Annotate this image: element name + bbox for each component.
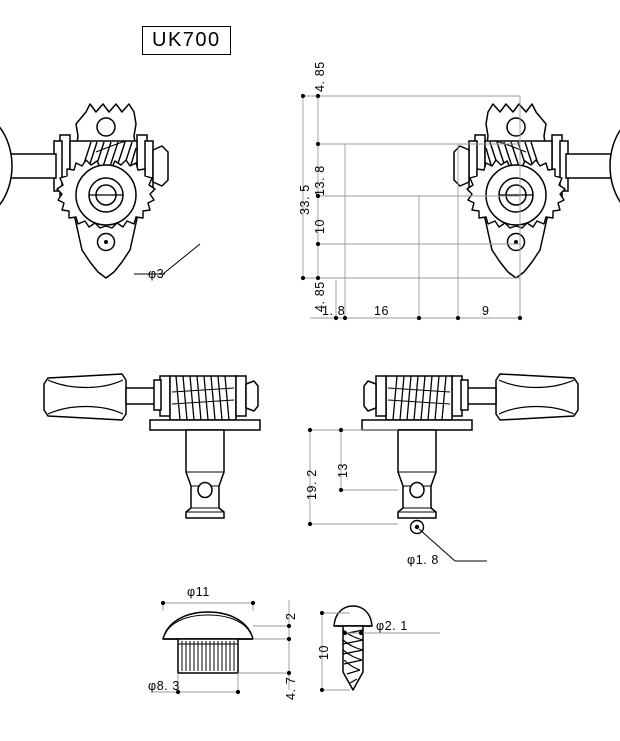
dimension-label-10-screw: 10 [317, 644, 331, 660]
dimension-lines-bushing [152, 600, 290, 693]
dimension-label-10: 10 [313, 218, 327, 234]
phi18-hole-and-leader [409, 519, 487, 562]
dimension-label-2: 2 [284, 612, 298, 620]
phi3-leader-line [134, 243, 201, 275]
dimension-label-phi1-8: φ1. 8 [407, 553, 439, 567]
view-top-right-tuner [453, 103, 620, 279]
dimension-label-16: 16 [374, 304, 390, 318]
view-middle-right-side [361, 373, 579, 519]
dimension-lines-top [302, 95, 521, 319]
view-screw-detail [333, 605, 373, 691]
dimension-dots-middle [307, 427, 344, 527]
dimension-label-13-8: 13. 8 [313, 165, 327, 196]
dimension-lines-middle [309, 429, 398, 525]
dimension-dots-top [300, 93, 523, 321]
dimension-dots-bushing [160, 600, 292, 695]
dimension-label-phi2-1: φ2. 1 [376, 619, 408, 633]
part-number-title-box: UK700 [142, 26, 231, 55]
dimension-label-phi11: φ11 [187, 585, 210, 599]
dimension-label-1-8: 1. 8 [322, 304, 346, 318]
dimension-label-19-2: 19. 2 [305, 469, 319, 500]
view-top-left-tuner [0, 103, 169, 279]
dimension-dots-screw [319, 610, 364, 693]
dimension-label-phi3: φ3 [148, 267, 165, 281]
dimension-label-33-5: 33. 5 [298, 184, 312, 215]
dimension-label-9: 9 [482, 304, 490, 318]
dimension-label-4-7: 4. 7 [284, 676, 298, 700]
dimension-label-phi8-3: φ8. 3 [148, 679, 180, 693]
dimension-label-13: 13 [336, 462, 350, 478]
dimension-label-4-85-top: 4. 85 [313, 61, 327, 92]
view-bushing-detail [162, 611, 254, 674]
view-middle-left-side [43, 373, 261, 519]
